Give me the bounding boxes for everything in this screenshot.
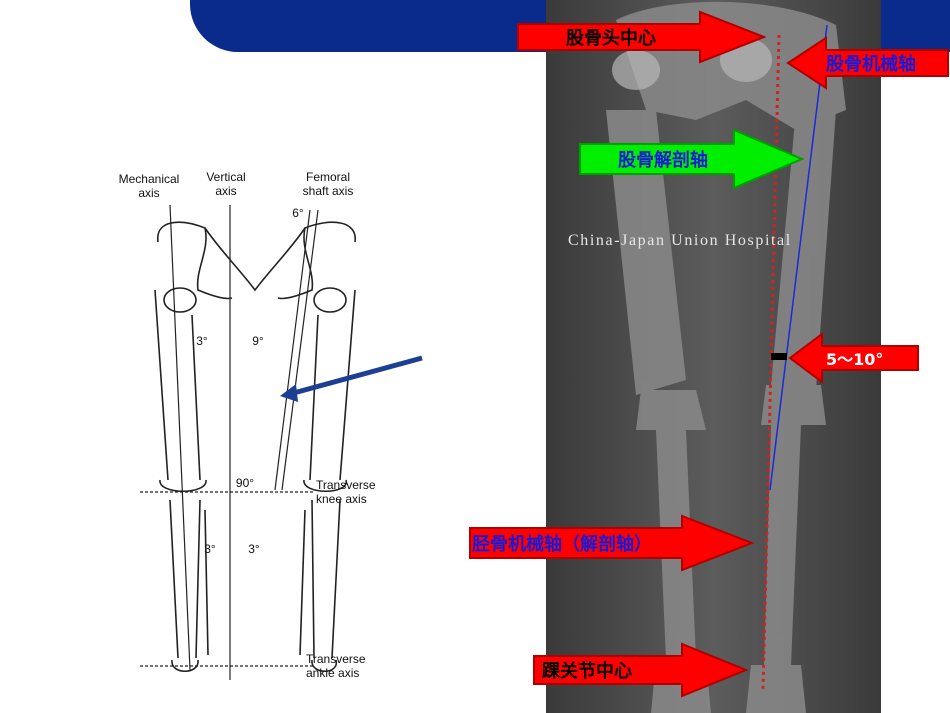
angle-3-low-right-label: 3° [248, 542, 260, 556]
femoral-shaft-axis-label: Femoral shaft axis [302, 170, 354, 198]
mechanical-axis-label: Mechanical axis [118, 172, 180, 200]
femoral-anatomical-axis-arrow: 股骨解剖轴 [578, 128, 804, 190]
ankle-center-label: 踝关节中心 [542, 661, 632, 682]
leg-axis-diagram: Mechanical axis Vertical axis Femoral sh… [100, 150, 430, 690]
angle-marker [771, 353, 787, 360]
hospital-watermark: China-Japan Union Hospital [568, 232, 792, 249]
tibial-mechanical-axis-label: 胫骨机械轴（解剖轴） [472, 534, 652, 555]
angle-range-label: 5～10° [826, 350, 884, 369]
angle-9-label: 9° [252, 334, 264, 348]
transverse-ankle-axis-label: Transverse ankle axis [306, 652, 366, 680]
angle-6-label: 6° [292, 206, 304, 220]
femoral-anatomical-axis-label: 股骨解剖轴 [618, 150, 708, 171]
angle-3-low-left-label: 3° [204, 542, 216, 556]
leg-axis-diagram-drawing [140, 204, 423, 680]
angle-range-arrow: 5～10° [788, 332, 920, 384]
anatomical-axis-line [769, 24, 828, 491]
femoral-head-center-arrow: 股骨头中心 [516, 10, 766, 64]
femoral-mechanical-axis-arrow: 股骨机械轴 [786, 36, 950, 90]
vertical-axis-label: Vertical axis [206, 170, 246, 198]
angle-90-label: 90° [235, 476, 255, 490]
angle-3-left-label: 3° [196, 334, 208, 348]
femoral-mechanical-axis-label: 股骨机械轴 [826, 54, 916, 75]
femoral-head-center-label: 股骨头中心 [566, 28, 656, 49]
ankle-center-arrow: 踝关节中心 [532, 642, 748, 698]
tibial-mechanical-axis-arrow: 胫骨机械轴（解剖轴） [468, 514, 754, 572]
transverse-knee-axis-label: Transverse knee axis [316, 478, 376, 506]
